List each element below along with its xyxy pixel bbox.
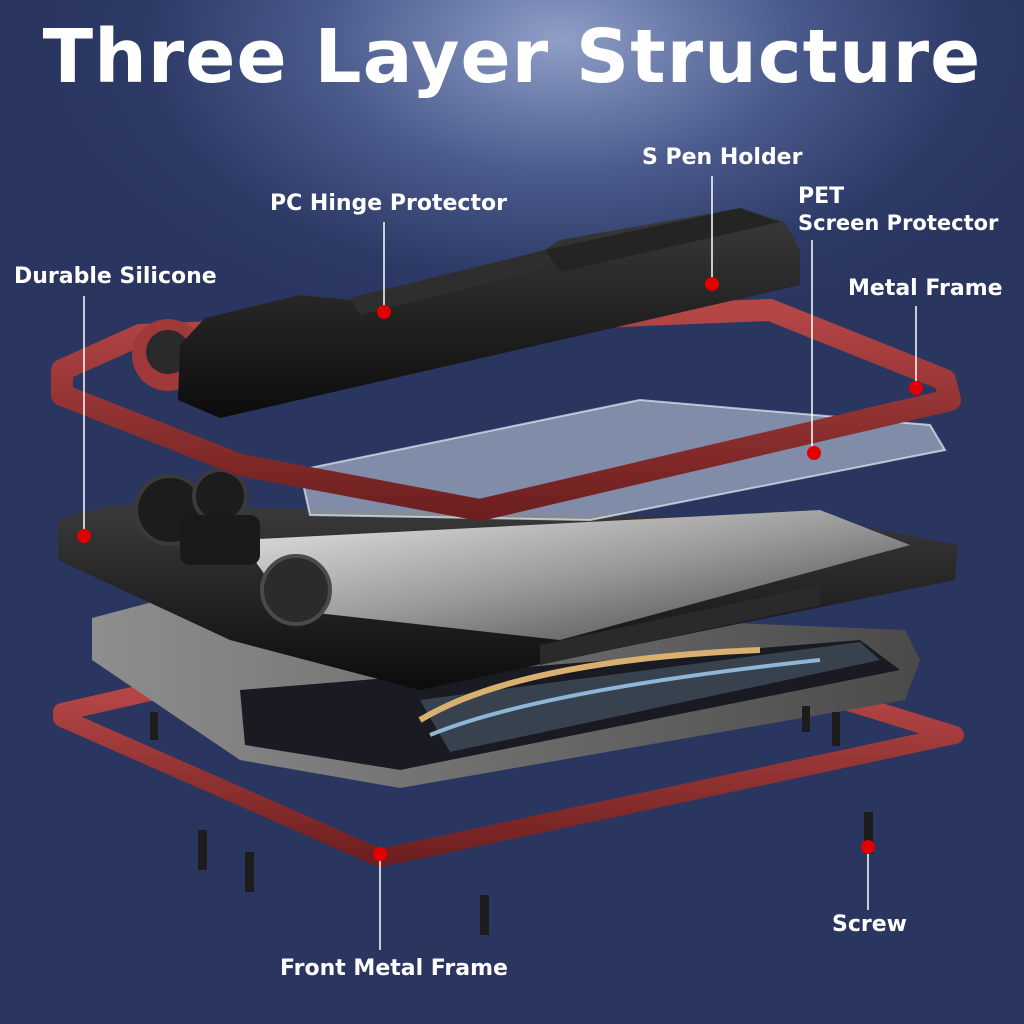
label-pet-line2: Screen Protector <box>798 211 999 235</box>
marker-durable-silicone <box>77 529 91 543</box>
screw-6 <box>480 895 489 935</box>
screw-1 <box>150 712 158 740</box>
screw-3 <box>832 712 840 746</box>
screw-7 <box>864 812 873 854</box>
page-title: Three Layer Structure <box>42 14 982 100</box>
screws <box>150 706 873 935</box>
label-metal-frame: Metal Frame <box>848 276 1003 301</box>
silicone-case <box>58 468 958 690</box>
label-front-metal-frame: Front Metal Frame <box>280 956 508 981</box>
pc-hinge-protector <box>178 208 800 418</box>
label-screw: Screw <box>832 912 907 937</box>
marker-front-metal-frame <box>373 847 387 861</box>
screw-5 <box>245 852 254 892</box>
marker-pet <box>807 446 821 460</box>
label-durable-silicone: Durable Silicone <box>14 264 217 289</box>
markers <box>77 277 923 861</box>
label-pc-hinge-protector: PC Hinge Protector <box>270 191 507 216</box>
marker-screw <box>861 840 875 854</box>
marker-s-pen-holder <box>705 277 719 291</box>
leader-lines <box>83 176 917 950</box>
label-s-pen-holder: S Pen Holder <box>642 145 803 170</box>
label-pet-line1: PET <box>798 184 845 209</box>
marker-pc-hinge <box>377 305 391 319</box>
screw-4 <box>198 830 207 870</box>
marker-metal-frame <box>909 381 923 395</box>
screw-2 <box>802 706 810 732</box>
